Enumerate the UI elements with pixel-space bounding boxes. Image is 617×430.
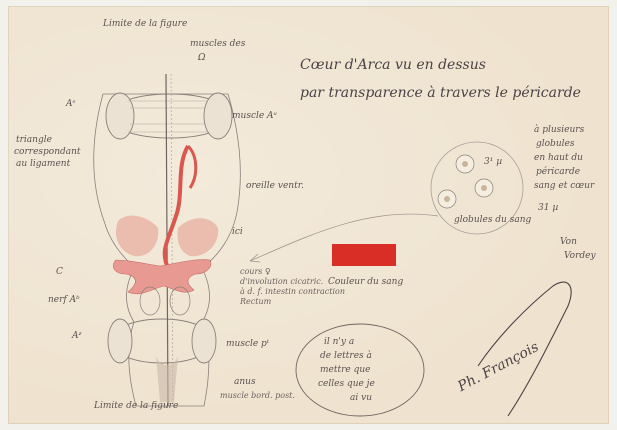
top-margin-note: Limite de la figure [103, 20, 187, 29]
cavity-note-1: cours ♀ [240, 268, 271, 276]
circle-note-1: il n'y a [324, 338, 354, 347]
circle-note-2: de lettres à [320, 352, 372, 361]
paper-sheet: Limite de la figure Cœur d'Arca vu en de… [8, 6, 609, 424]
top-small-2: Ω [198, 54, 205, 63]
cavity-note-4: Rectum [240, 298, 271, 306]
cavity-note-3: à d. f. intestin contraction [240, 288, 345, 296]
far-right-1: Von [560, 238, 577, 247]
muscle-sup-label: muscle Aᵘ [232, 112, 277, 121]
right-note-5: sang et cœur [534, 182, 594, 191]
anus-label-1: anus [234, 378, 256, 387]
nerf-label: nerf Aᵇ [48, 296, 80, 305]
right-note-2: globules [536, 140, 574, 149]
globules-label: globules du sang [454, 216, 531, 225]
left-auricle [116, 216, 158, 257]
title-line-1: Cœur d'Arca vu en dessus [300, 58, 486, 73]
circle-note-3: mettre que [320, 366, 370, 375]
globules-measure: 31 µ [538, 204, 558, 213]
blood-color-swatch [332, 244, 396, 266]
top-small-1: muscles des [190, 40, 245, 49]
left-note-2: correspondant [14, 148, 81, 157]
cavity-note-2: d'involution cicatric. [240, 278, 323, 286]
right-note-3: en haut du [534, 154, 583, 163]
circle-note-5: ai vu [350, 394, 372, 403]
title-line-2: par transparence à travers le péricarde [300, 86, 581, 101]
circle-note-4: celles que je [318, 380, 375, 389]
anterior-muscle [106, 93, 232, 139]
swatch-label: Couleur du sang [328, 278, 403, 287]
ici-label: ici [232, 228, 243, 237]
cell-measure: 3¹ µ [484, 158, 502, 167]
ventricle [113, 260, 211, 294]
right-note-1: à plusieurs [534, 126, 584, 135]
auricle-note: oreille ventr. [246, 182, 304, 191]
right-note-4: péricarde [536, 168, 580, 177]
c-label: C [56, 268, 63, 277]
sup-label: Aˢ [66, 100, 76, 109]
right-auricle [178, 218, 219, 256]
a2-label: Aᶻ [72, 332, 81, 341]
far-right-2: Vordey [564, 252, 596, 261]
anus-label-2: muscle bord. post. [220, 392, 295, 400]
muscle-post-label: muscle pᵗ [226, 340, 269, 349]
left-note-1: triangle [16, 136, 52, 145]
left-note-3: au ligament [16, 160, 70, 169]
bottom-note: Limite de la figure [94, 402, 178, 411]
posterior-muscle [108, 319, 216, 363]
